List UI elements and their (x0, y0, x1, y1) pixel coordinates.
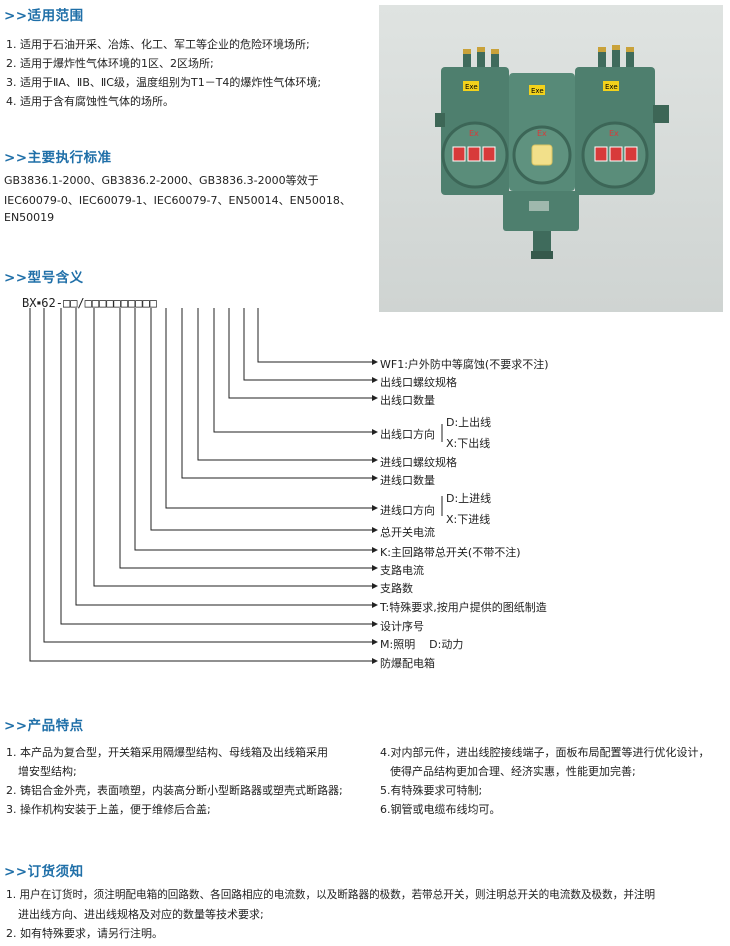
feature-item: 1. 本产品为复合型，开关箱采用隔爆型结构、母线箱及出线箱采用 (6, 746, 328, 759)
scope-item: 3. 适用于ⅡA、ⅡB、ⅡC级，温度组别为T1－T4的爆炸性气体环境; (6, 76, 322, 89)
model-label-product: 防爆配电箱 (380, 657, 435, 670)
feature-item: 4.对内部元件，进出线腔接线端子，面板布局配置等进行优化设计， (380, 746, 710, 759)
model-label-inlet-direction: 进线口方向 (380, 504, 435, 517)
section-title-standards: >>主要执行标准 (4, 150, 112, 166)
feature-item: 增安型结构; (18, 765, 77, 778)
model-sub-outlet-up: D:上出线 (446, 416, 492, 429)
code-middle: 62- (41, 296, 63, 310)
model-label-design-no: 设计序号 (380, 620, 424, 633)
indicator-lamp (531, 144, 553, 166)
model-label-usage: M:照明 D:动力 (380, 638, 464, 651)
model-sub-inlet-up: D:上进线 (446, 492, 492, 505)
model-label-main-switch: K:主回路带总开关(不带不注) (380, 546, 521, 559)
feature-item: 2. 铸铝合金外壳，表面喷塑，内装高分断小型断路器或塑壳式断路器; (6, 784, 343, 797)
model-label-outlet-thread: 出线口螺纹规格 (380, 376, 457, 389)
standards-line: EN50019 (4, 211, 55, 224)
model-label-inlet-thread: 进线口螺纹规格 (380, 456, 457, 469)
model-sub-outlet-down: X:下出线 (446, 437, 491, 450)
nameplate-label: Exe (531, 87, 544, 95)
explosion-proof-box-image: Exe Exe Exe Ex Ex Ex (435, 45, 669, 259)
ordering-item: 1. 用户在订货时，须注明配电箱的回路数、各回路相应的电流数，以及断路器的极数，… (6, 889, 656, 901)
model-label-outlet-direction: 出线口方向 (380, 428, 435, 441)
scope-item: 1. 适用于石油开采、冶炼、化工、军工等企业的危险环境场所; (6, 38, 310, 51)
model-label-outlet-count: 出线口数量 (380, 394, 435, 407)
nameplate-middle (529, 85, 545, 95)
model-label-wf1: WF1:户外防中等腐蚀(不要求不注) (380, 358, 549, 371)
ordering-item: 进出线方向、进出线规格及对应的数量等技术要求; (18, 908, 264, 921)
nameplate-right (603, 81, 619, 91)
feature-item: 使得产品结构更加合理、经济实惠，性能更加完善; (390, 765, 636, 778)
model-code: BX▪62-□□/□□□□□□□□□□ (22, 296, 157, 310)
model-label-main-current: 总开关电流 (380, 526, 435, 539)
section-title-features: >>产品特点 (4, 718, 84, 734)
section-title-model: >>型号含义 (4, 270, 84, 286)
model-sub-inlet-down: X:下进线 (446, 513, 491, 526)
ex-mark: Ex (469, 129, 479, 138)
scope-item: 2. 适用于爆炸性气体环境的1区、2区场所; (6, 57, 214, 70)
model-label-branch-count: 支路数 (380, 582, 413, 595)
feature-item: 5.有特殊要求可特制; (380, 784, 483, 797)
model-label-inlet-count: 进线口数量 (380, 474, 435, 487)
feature-item: 3. 操作机构安装于上盖，便于维修后合盖; (6, 803, 211, 816)
scope-item: 4. 适用于含有腐蚀性气体的场所。 (6, 95, 174, 108)
ordering-item: 2. 如有特殊要求，请另行注明。 (6, 927, 163, 940)
model-label-branch-current: 支路电流 (380, 564, 424, 577)
standards-line: GB3836.1-2000、GB3836.2-2000、GB3836.3-200… (4, 174, 319, 187)
feature-item: 6.钢管或电缆布线均可。 (380, 803, 501, 816)
nameplate-label: Exe (465, 83, 478, 91)
model-label-special: T:特殊要求,按用户提供的图纸制造 (380, 601, 547, 614)
section-title-scope: >>适用范围 (4, 8, 84, 24)
standards-line: IEC60079-0、IEC60079-1、IEC60079-7、EN50014… (4, 194, 351, 207)
nameplate-label: Exe (605, 83, 618, 91)
nameplate-left (463, 81, 479, 91)
code-prefix: BX (22, 296, 37, 310)
ex-mark: Ex (537, 129, 547, 138)
ex-mark: Ex (609, 129, 619, 138)
code-separator: / (77, 296, 85, 310)
product-photo: Exe Exe Exe Ex Ex Ex (379, 5, 723, 312)
section-title-ordering: >>订货须知 (4, 864, 84, 880)
